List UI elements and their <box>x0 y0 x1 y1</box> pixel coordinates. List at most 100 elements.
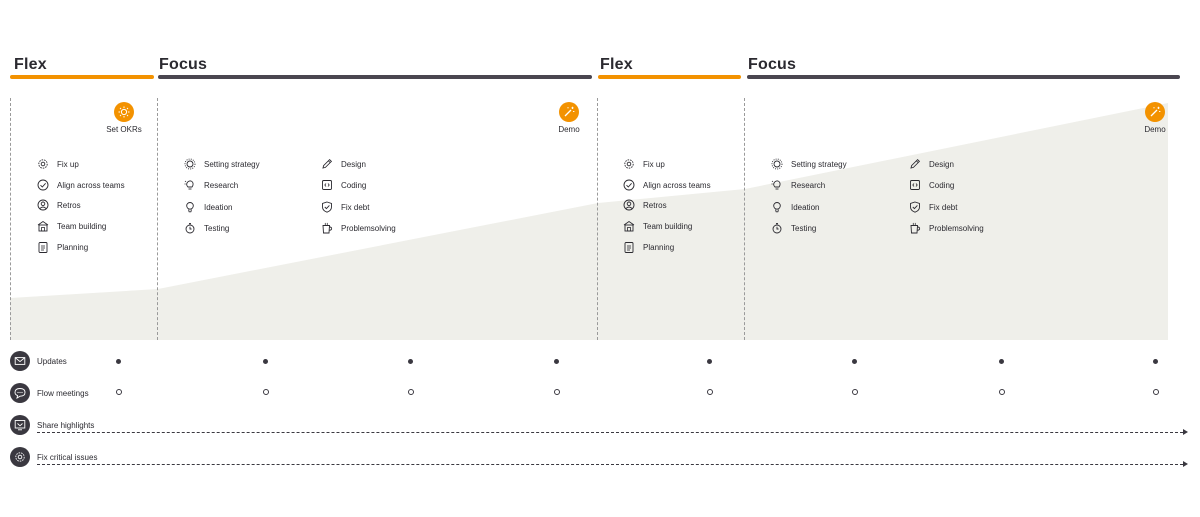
activity-label: Design <box>929 159 954 169</box>
phase-divider <box>157 98 158 340</box>
phase-bar-flex-1 <box>10 75 154 79</box>
activity-label: Problemsolving <box>341 223 396 233</box>
activity-label: Team building <box>643 221 693 231</box>
coffee-cup-icon <box>910 222 921 234</box>
updates-marker <box>999 359 1004 364</box>
activity-problemsolving: Problemsolving <box>321 222 396 234</box>
check-circle-icon <box>37 179 49 191</box>
activity-label: Design <box>341 159 366 169</box>
pencil-icon <box>322 158 333 169</box>
activity-label: Fix up <box>643 159 665 169</box>
phase-divider <box>597 98 598 340</box>
activity-coding: Coding <box>909 179 954 191</box>
phase-bar-flex-2 <box>598 75 741 79</box>
sun-icon <box>771 158 783 170</box>
activity-label: Fix debt <box>341 202 370 212</box>
flow-meeting-marker <box>852 389 858 395</box>
stopwatch-icon <box>185 223 195 234</box>
bulb-icon <box>186 202 194 213</box>
activity-label: Problemsolving <box>929 223 984 233</box>
phase-bar-focus-2 <box>747 75 1180 79</box>
sun-icon <box>184 158 196 170</box>
house-icon <box>37 220 49 232</box>
updates-marker <box>263 359 268 364</box>
activity-testing: Testing <box>184 222 229 234</box>
shield-check-icon <box>910 201 920 213</box>
flow-meeting-marker <box>999 389 1005 395</box>
activity-label: Planning <box>57 242 89 252</box>
activity-planning: Planning <box>623 241 674 253</box>
milestone-label: Demo <box>1144 125 1166 134</box>
activity-label: Testing <box>791 223 817 233</box>
sun-icon <box>114 102 134 122</box>
lightbulb-icon <box>771 180 781 190</box>
phase-bar-focus-1 <box>158 75 592 79</box>
phase-title-flex-2: Flex <box>600 56 633 73</box>
activity-design: Design <box>909 158 954 170</box>
activity-coding: Coding <box>321 179 366 191</box>
activity-team-building: Team building <box>37 220 106 232</box>
phase-title-focus-2: Focus <box>748 56 797 73</box>
share-highlights-timeline <box>37 432 1183 433</box>
activity-fix-debt: Fix debt <box>909 201 957 213</box>
chat-icon <box>10 383 30 403</box>
activity-label: Ideation <box>791 202 820 212</box>
magic-wand-icon <box>559 102 579 122</box>
activity-label: Team building <box>57 221 107 231</box>
activity-research: Research <box>771 179 825 191</box>
updates-marker <box>554 359 559 364</box>
row-label-share-highlights: Share highlights <box>37 421 95 430</box>
activity-label: Testing <box>204 223 230 233</box>
activity-label: Setting strategy <box>791 159 847 169</box>
flow-meeting-marker <box>554 389 560 395</box>
clipboard-icon <box>38 242 48 253</box>
stopwatch-icon <box>772 223 782 234</box>
updates-marker <box>852 359 857 364</box>
phase-divider <box>744 98 745 340</box>
activity-ideation: Ideation <box>184 201 232 213</box>
activity-label: Research <box>791 180 826 190</box>
check-circle-icon <box>623 179 635 191</box>
user-circle-icon <box>623 199 635 211</box>
pencil-icon <box>910 158 921 169</box>
activity-fix-up: Fix up <box>37 158 79 170</box>
magic-wand-icon <box>1145 102 1165 122</box>
gear-icon <box>624 159 634 169</box>
activity-research: Research <box>184 179 238 191</box>
activity-label: Align across teams <box>57 180 125 190</box>
flow-meeting-marker <box>1153 389 1159 395</box>
activity-label: Ideation <box>204 202 233 212</box>
activity-label: Planning <box>643 242 675 252</box>
activity-align-across-teams: Align across teams <box>623 179 711 191</box>
activity-label: Fix up <box>57 159 79 169</box>
activity-label: Fix debt <box>929 202 958 212</box>
activity-design: Design <box>321 158 366 170</box>
updates-marker <box>408 359 413 364</box>
lightbulb-icon <box>184 180 194 190</box>
gear-icon <box>10 447 30 467</box>
activity-label: Coding <box>929 180 955 190</box>
activity-retros: Retros <box>37 199 81 211</box>
activity-label: Align across teams <box>643 180 711 190</box>
phase-title-focus-1: Focus <box>159 56 208 73</box>
row-label-flow-meetings: Flow meetings <box>37 389 89 398</box>
code-icon <box>322 180 332 190</box>
activity-label: Retros <box>643 200 667 210</box>
activity-label: Setting strategy <box>204 159 260 169</box>
flow-meeting-marker <box>116 389 122 395</box>
code-icon <box>910 180 920 190</box>
activity-label: Retros <box>57 200 81 210</box>
activity-fix-debt: Fix debt <box>321 201 369 213</box>
phase-divider <box>10 98 11 340</box>
flow-meeting-marker <box>408 389 414 395</box>
bulb-icon <box>773 202 781 213</box>
activity-planning: Planning <box>37 241 88 253</box>
activity-problemsolving: Problemsolving <box>909 222 984 234</box>
phase-title-flex-1: Flex <box>14 56 47 73</box>
activity-setting-strategy: Setting strategy <box>771 158 847 170</box>
highlight-icon <box>10 415 30 435</box>
coffee-cup-icon <box>322 222 333 234</box>
house-icon <box>623 220 635 232</box>
flow-meeting-marker <box>707 389 713 395</box>
